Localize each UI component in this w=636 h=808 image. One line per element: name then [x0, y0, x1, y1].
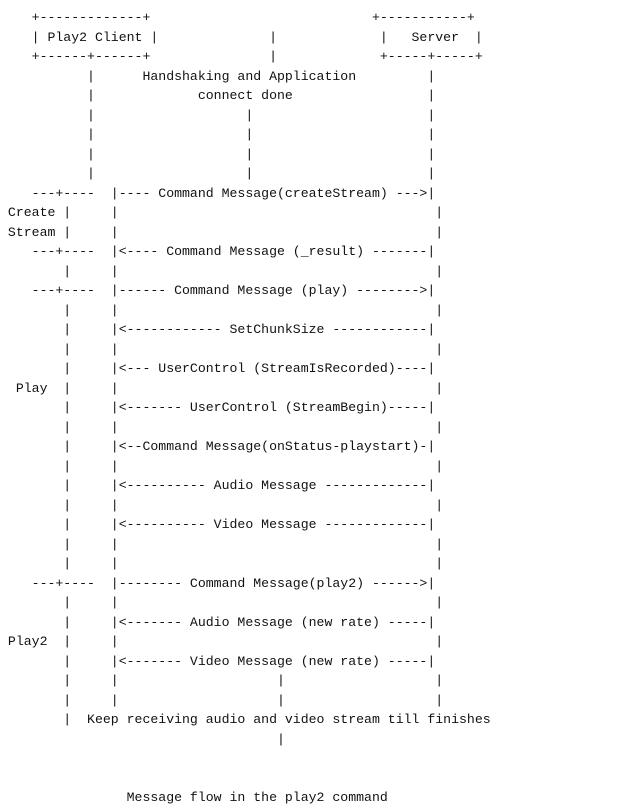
- diagram-line-handshake-1: | Handshaking and Application |: [0, 68, 436, 84]
- diagram-line-gap-1: | | |: [0, 107, 436, 123]
- diagram-line-play-label: Play | | |: [0, 380, 444, 396]
- diagram-line-border-top: +-------------+ +-----------+: [0, 10, 475, 25]
- diagram-line-blank-2: [0, 769, 636, 789]
- diagram-line-play2: ---+---- |-------- Command Message(play2…: [0, 575, 436, 591]
- diagram-line-spacer-9: | | |: [0, 595, 444, 610]
- diagram-line-result: ---+---- |<---- Command Message (_result…: [0, 244, 436, 259]
- diagram-line-header-labels: | Play2 Client | | | Server |: [0, 29, 483, 45]
- diagram-line-create-label: Create | | |: [0, 205, 444, 220]
- diagram-line-video-new-rate: | |<------- Video Message (new rate) ---…: [0, 653, 436, 669]
- diagram-line-gap-3: | | |: [0, 146, 436, 162]
- diagram-line-spacer-6: | | |: [0, 497, 444, 513]
- diagram-line-handshake-2: | connect done |: [0, 88, 436, 103]
- diagram-line-gap-2: | | |: [0, 127, 436, 142]
- diagram-line-blank-1: [0, 749, 636, 769]
- diagram-line-spacer-3: | | |: [0, 341, 444, 357]
- diagram-line-spacer-2: | | |: [0, 302, 444, 318]
- message-flow-diagram: +-------------+ +-----------+ | Play2 Cl…: [0, 8, 636, 805]
- diagram-line-streamisrecorded: | |<--- UserControl (StreamIsRecorded)--…: [0, 361, 436, 376]
- diagram-line-play: ---+---- |------ Command Message (play) …: [0, 283, 436, 298]
- diagram-line-gap-4: | | |: [0, 166, 436, 181]
- diagram-line-spacer-7: | | |: [0, 536, 444, 552]
- diagram-line-spacer-8: | | |: [0, 556, 444, 571]
- diagram-line-video-message: | |<---------- Video Message -----------…: [0, 517, 436, 532]
- diagram-line-spacer-10: | | | |: [0, 673, 444, 688]
- diagram-line-stream-label: Stream | | |: [0, 224, 444, 240]
- diagram-line-spacer-4: | | |: [0, 419, 444, 435]
- diagram-line-tail: |: [0, 731, 285, 747]
- diagram-line-spacer-11: | | | |: [0, 692, 444, 708]
- diagram-line-setchunksize: | |<------------ SetChunkSize ----------…: [0, 322, 436, 337]
- diagram-line-play2-label: Play2 | | |: [0, 634, 444, 649]
- diagram-line-audio-new-rate: | |<------- Audio Message (new rate) ---…: [0, 614, 436, 630]
- diagram-line-onstatus: | |<--Command Message(onStatus-playstart…: [0, 439, 436, 454]
- diagram-line-spacer-5: | | |: [0, 458, 444, 474]
- diagram-caption: Message flow in the play2 command: [0, 790, 388, 805]
- diagram-line-createstream: ---+---- |---- Command Message(createStr…: [0, 185, 436, 201]
- diagram-line-border-bottom: +------+------+ | +-----+-----+: [0, 49, 483, 64]
- diagram-line-streambegin: | |<------- UserControl (StreamBegin)---…: [0, 400, 436, 415]
- diagram-line-spacer-1: | | |: [0, 263, 444, 279]
- diagram-line-audio-message: | |<---------- Audio Message -----------…: [0, 478, 436, 493]
